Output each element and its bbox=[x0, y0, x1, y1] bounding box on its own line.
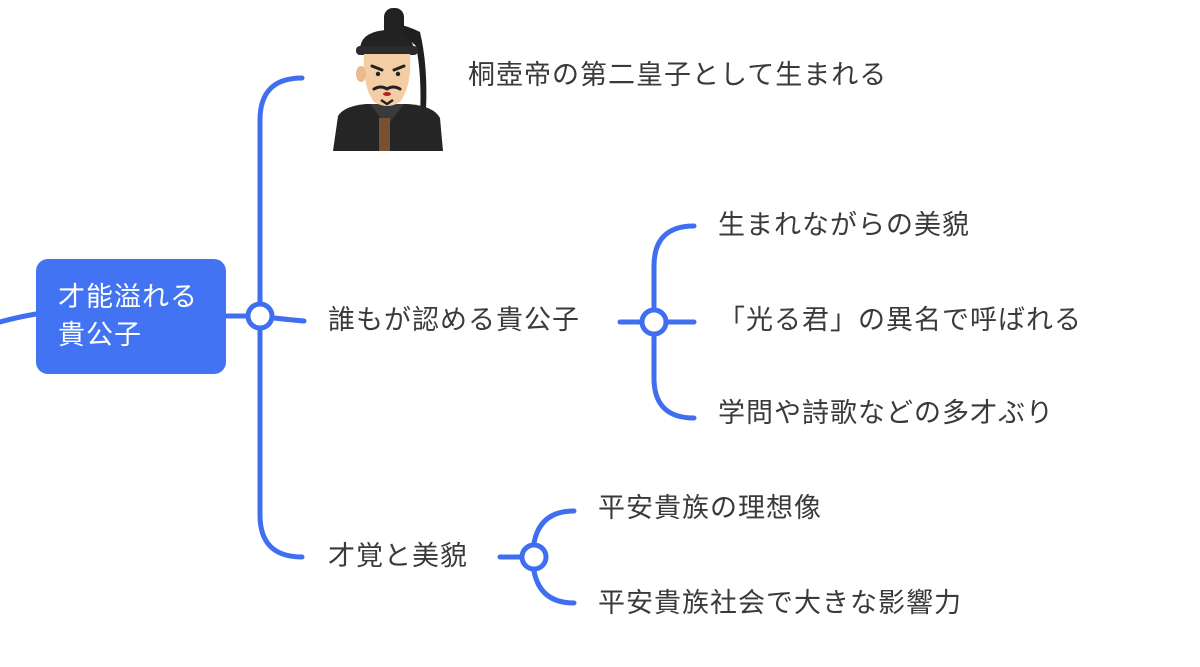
subbranch-influence-label[interactable]: 平安貴族社会で大きな影響力 bbox=[598, 588, 962, 619]
subbranch-hikaru-label[interactable]: 「光る君」の異名で呼ばれる bbox=[718, 305, 1082, 336]
branch-talent-label[interactable]: 才覚と美貌 bbox=[328, 541, 468, 572]
connector-root-to-birth bbox=[257, 75, 305, 319]
subbranch-beauty-label[interactable]: 生まれながらの美貌 bbox=[718, 210, 970, 241]
root-node-line1: 才能溢れる bbox=[58, 282, 198, 313]
junction-recognized bbox=[639, 307, 669, 337]
branch-birth-label[interactable]: 桐壺帝の第二皇子として生まれる bbox=[468, 60, 888, 91]
connector-recognized-to-beauty bbox=[651, 223, 697, 311]
connector-talent-to-ideal bbox=[531, 508, 577, 546]
subbranch-ideal-label[interactable]: 平安貴族の理想像 bbox=[598, 493, 822, 524]
connector-talent-to-influence bbox=[531, 568, 577, 606]
connector-recognized-to-talents bbox=[651, 333, 697, 421]
root-node-line2: 貴公子 bbox=[58, 320, 142, 351]
connector-root-to-talent bbox=[257, 327, 305, 560]
connector-root-to-recognized bbox=[271, 315, 307, 324]
junction-talent bbox=[519, 542, 549, 572]
junction-root bbox=[245, 301, 275, 331]
subbranch-talents-label[interactable]: 学問や詩歌などの多才ぶり bbox=[718, 398, 1054, 429]
root-node[interactable]: 才能溢れる 貴公子 bbox=[36, 259, 226, 374]
connector-entry bbox=[0, 311, 39, 325]
branch-recognized-label[interactable]: 誰もが認める貴公子 bbox=[328, 305, 580, 336]
heian-prince-illustration bbox=[330, 6, 445, 151]
